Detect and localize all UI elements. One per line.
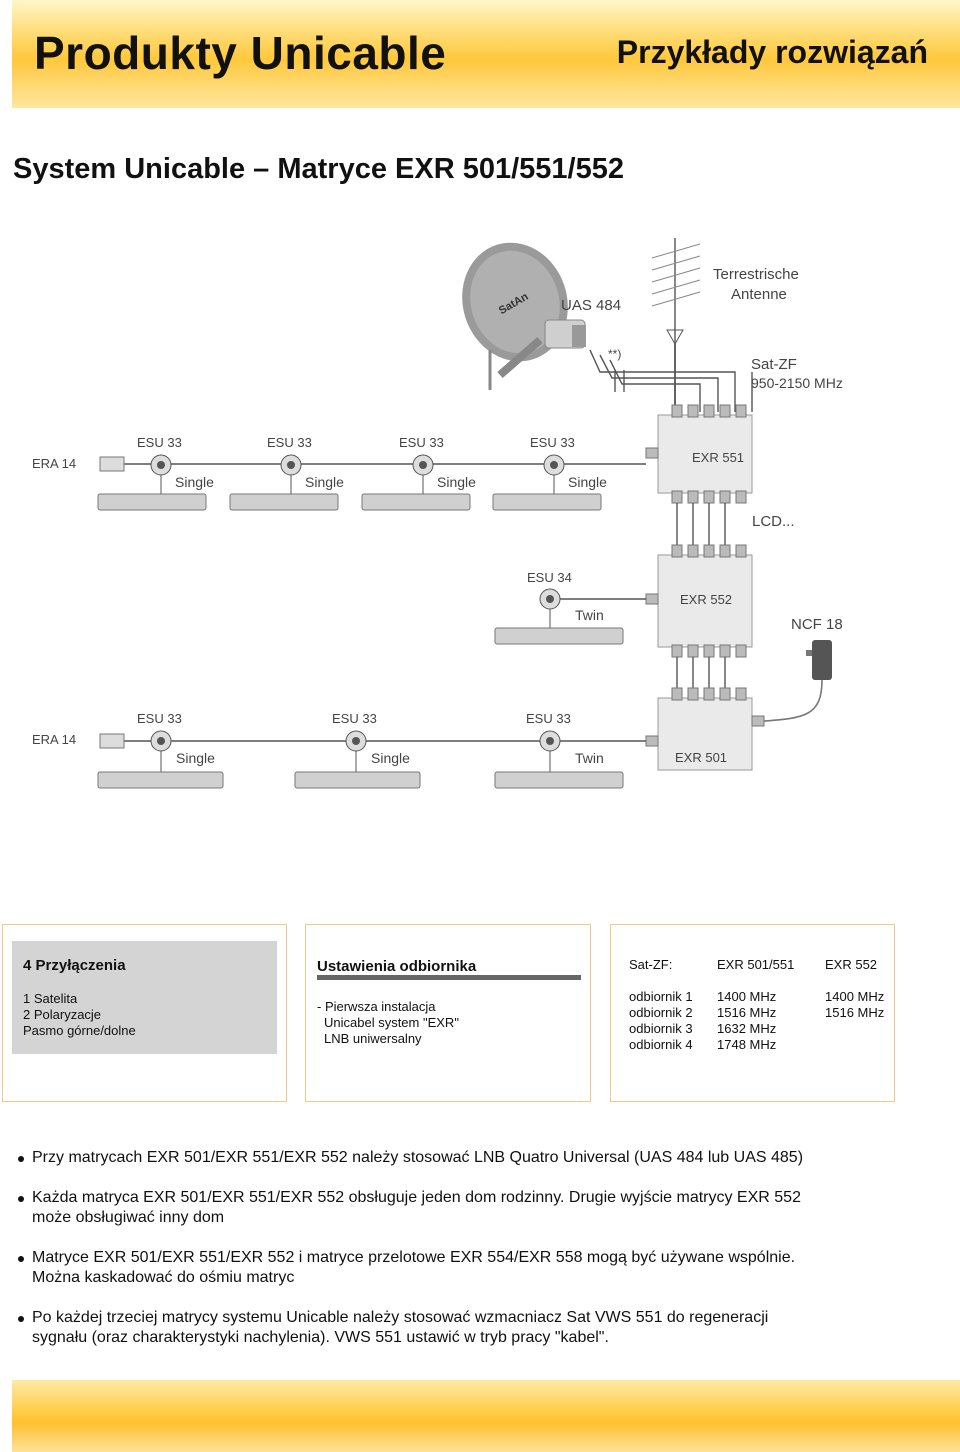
note-item: Po każdej trzeciej matrycy systemu Unica… xyxy=(18,1308,918,1348)
esu34-outlet: ESU 34 Twin xyxy=(494,570,646,645)
exr552-matrix: EXR 552 xyxy=(645,544,753,658)
system-subtitle: System Unicable – Matryce EXR 501/551/55… xyxy=(13,153,624,185)
svg-text:Twin: Twin xyxy=(575,607,604,623)
title-underline xyxy=(317,975,581,980)
note-item: Przy matrycach EXR 501/EXR 551/EXR 552 n… xyxy=(18,1148,918,1168)
svg-text:Single: Single xyxy=(176,750,215,766)
svg-text:Single: Single xyxy=(371,750,410,766)
connections-details: 1 Satelita 2 Polaryzacje Pasmo górne/dol… xyxy=(23,991,136,1038)
exr501-551-column: EXR 501/551 1400 MHz 1516 MHz 1632 MHz 1… xyxy=(717,957,795,1052)
svg-text:ESU 33: ESU 33 xyxy=(399,435,444,450)
satzf-frequency-panel: Sat-ZF: odbiornik 1 odbiornik 2 odbiorni… xyxy=(610,924,895,1102)
receiver-column: Sat-ZF: odbiornik 1 odbiornik 2 odbiorni… xyxy=(629,957,693,1052)
svg-text:ESU 33: ESU 33 xyxy=(267,435,312,450)
connections-panel-bg: 4 Przyłączenia 1 Satelita 2 Polaryzacje … xyxy=(12,941,277,1054)
satellite-dish-icon: SatAn xyxy=(462,242,586,390)
svg-text:Single: Single xyxy=(175,474,214,490)
exr551-matrix: EXR 551 xyxy=(645,404,753,504)
exr552-column: EXR 552 1400 MHz 1516 MHz xyxy=(825,957,885,1020)
page-title: Produkty Unicable xyxy=(34,27,447,79)
lnb-label: UAS 484 xyxy=(561,297,621,314)
connections-title: 4 Przyłączenia xyxy=(23,957,126,974)
esu33-outlet-7: ESU 33 Twin xyxy=(494,711,624,789)
receiver-settings-title: Ustawienia odbiornika xyxy=(317,958,477,975)
svg-text:Single: Single xyxy=(437,474,476,490)
era14-label-bottom: ERA 14 xyxy=(32,732,76,747)
svg-text:ESU 33: ESU 33 xyxy=(332,711,377,726)
ncf18-label: NCF 18 xyxy=(791,616,843,633)
svg-text:ESU 33: ESU 33 xyxy=(137,711,182,726)
terrestrial-label: Terrestrische xyxy=(713,266,799,283)
installation-diagram: SatAn UAS 484 **) Terrestrische Antenne … xyxy=(32,238,843,789)
svg-text:ESU 34: ESU 34 xyxy=(527,570,572,585)
note-item: Każda matryca EXR 501/EXR 551/EXR 552 ob… xyxy=(18,1188,918,1228)
antenna-label: Antenne xyxy=(731,286,787,303)
section-title: Przykłady rozwiązań xyxy=(616,34,928,70)
esu33-outlet-5: ESU 33 Single xyxy=(97,711,224,789)
receiver-settings-details: - Pierwsza instalacja Unicabel system "E… xyxy=(317,999,459,1046)
esu33-outlet-1: ESU 33 Single xyxy=(97,435,214,511)
connections-panel: 4 Przyłączenia 1 Satelita 2 Polaryzacje … xyxy=(2,924,287,1102)
esu33-outlet-4: ESU 33 Single xyxy=(492,435,607,511)
svg-text:Twin: Twin xyxy=(575,750,604,766)
lcd-label: LCD... xyxy=(752,513,795,530)
svg-text:ESU 33: ESU 33 xyxy=(526,711,571,726)
exr501-matrix: EXR 501 xyxy=(645,687,765,771)
satzf-label: Sat-ZF xyxy=(751,356,797,373)
esu33-outlet-6: ESU 33 Single xyxy=(294,711,421,789)
note-item: Matryce EXR 501/EXR 551/EXR 552 i matryc… xyxy=(18,1248,918,1288)
svg-text:Single: Single xyxy=(305,474,344,490)
notes-list: Przy matrycach EXR 501/EXR 551/EXR 552 n… xyxy=(18,1148,918,1368)
power-supply-icon xyxy=(751,640,832,723)
esu33-outlet-2: ESU 33 Single xyxy=(229,435,344,511)
esu33-outlet-3: ESU 33 Single xyxy=(361,435,476,511)
footer-banner xyxy=(12,1380,960,1452)
exr552-label: EXR 552 xyxy=(680,592,732,607)
exr501-label: EXR 501 xyxy=(675,750,727,765)
receiver-settings-panel: Ustawienia odbiornika - Pierwsza instala… xyxy=(305,924,591,1102)
satzf-range-label: 950-2150 MHz xyxy=(751,375,843,391)
exr551-label: EXR 551 xyxy=(692,450,744,465)
svg-text:Single: Single xyxy=(568,474,607,490)
header-banner: Produkty Unicable Przykłady rozwiązań xyxy=(12,0,960,108)
svg-text:ESU 33: ESU 33 xyxy=(530,435,575,450)
era14-label-top: ERA 14 xyxy=(32,456,76,471)
note-marker: **) xyxy=(608,347,621,361)
svg-text:ESU 33: ESU 33 xyxy=(137,435,182,450)
